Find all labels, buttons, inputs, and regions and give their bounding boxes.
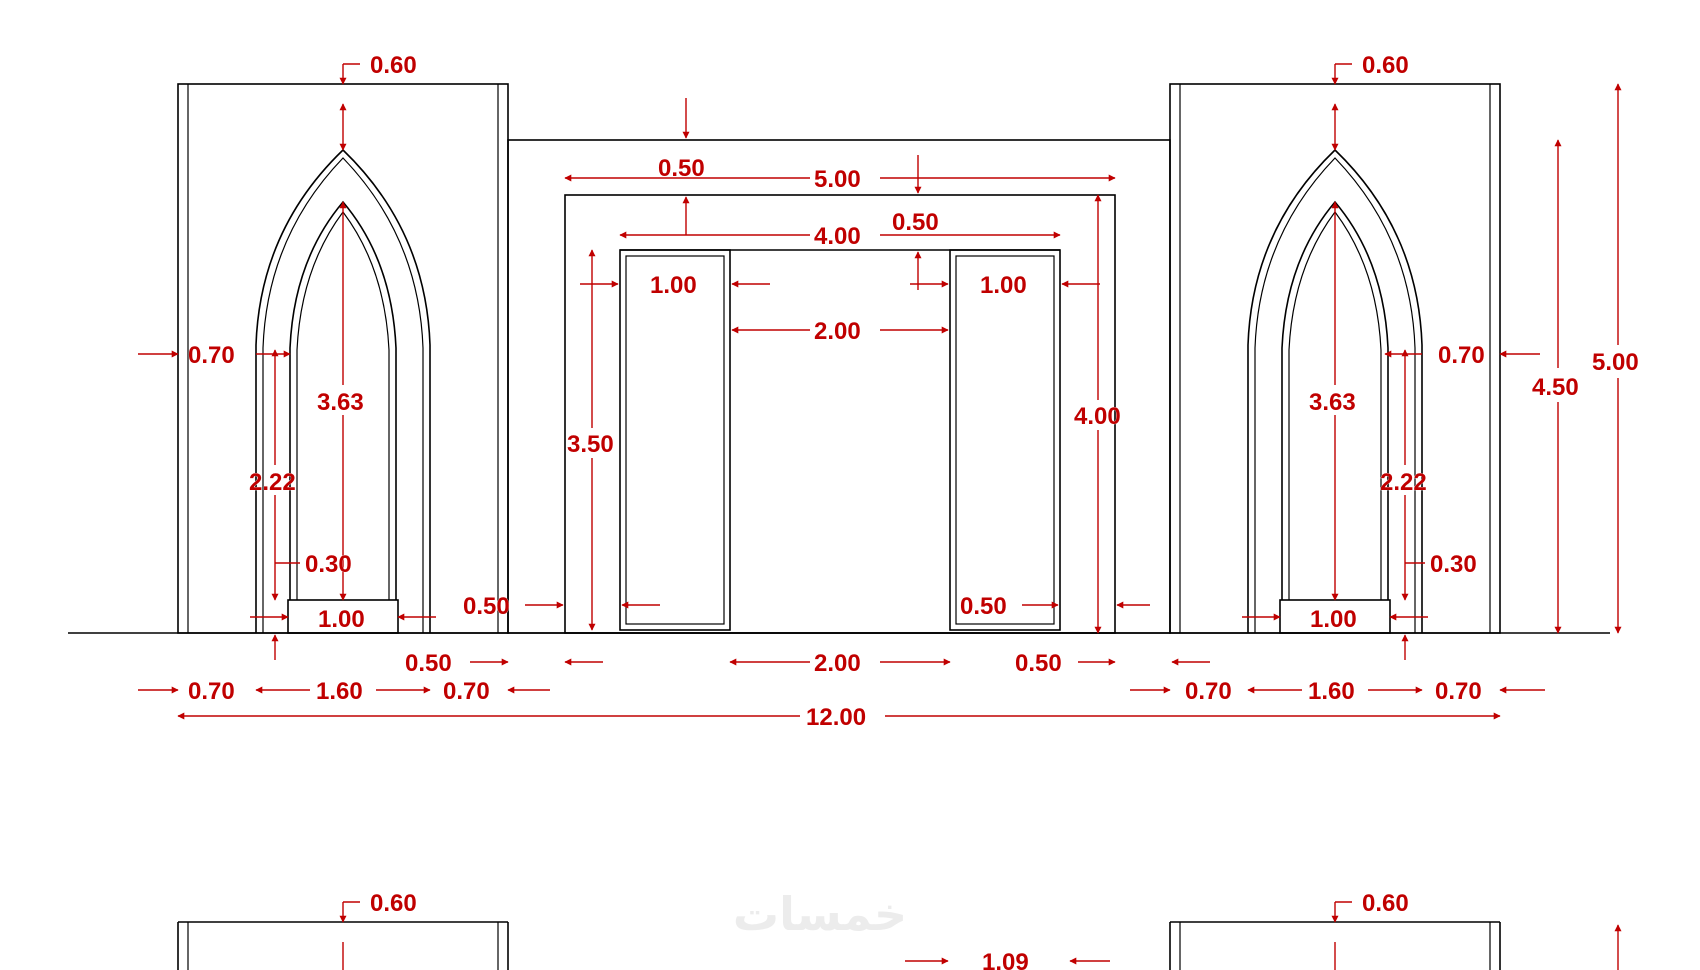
dim-left-222: 2.22 bbox=[249, 469, 296, 496]
dim-bottom-right-070a: 0.70 bbox=[1185, 678, 1232, 705]
dim-left-030: 0.30 bbox=[305, 551, 352, 578]
dim-center-400: 4.00 bbox=[814, 223, 861, 250]
dim-right-030: 0.30 bbox=[1430, 551, 1477, 578]
dim-left-side-050: 0.50 bbox=[463, 593, 510, 620]
dim-bottom-left-160: 1.60 bbox=[316, 678, 363, 705]
dim-left-070: 0.70 bbox=[188, 342, 235, 369]
dim-right-363: 3.63 bbox=[1309, 389, 1356, 416]
dim-lower-left-060: 0.60 bbox=[370, 890, 417, 917]
dim-center-top-050: 0.50 bbox=[658, 155, 705, 182]
dim-top-right-060: 0.60 bbox=[1362, 52, 1409, 79]
left-panel bbox=[619, 249, 731, 631]
dim-right-panel-100: 1.00 bbox=[980, 272, 1027, 299]
center-wall bbox=[507, 139, 1171, 634]
dim-center-right-400: 4.00 bbox=[1074, 403, 1121, 430]
dim-bottom-left-070a: 0.70 bbox=[188, 678, 235, 705]
dim-bottom-center-200: 2.00 bbox=[814, 650, 861, 677]
dim-center-inner-050: 0.50 bbox=[892, 209, 939, 236]
dimension-lines bbox=[138, 63, 1622, 970]
right-panel bbox=[949, 249, 1061, 631]
dim-lower-center-109: 1.09 bbox=[982, 949, 1029, 970]
dim-top-left-060: 0.60 bbox=[370, 52, 417, 79]
dim-right-450: 4.50 bbox=[1532, 374, 1579, 401]
dim-bottom-left-050: 0.50 bbox=[405, 650, 452, 677]
watermark-logo: خمسات bbox=[733, 887, 907, 941]
dim-bottom-right-160: 1.60 bbox=[1308, 678, 1355, 705]
dim-bottom-right-070b: 0.70 bbox=[1435, 678, 1482, 705]
dim-overall-1200: 12.00 bbox=[806, 704, 866, 731]
dim-left-panel-100: 1.00 bbox=[650, 272, 697, 299]
dim-center-200-top: 2.00 bbox=[814, 318, 861, 345]
dim-left-base-100: 1.00 bbox=[318, 606, 365, 633]
dim-bottom-left-070b: 0.70 bbox=[443, 678, 490, 705]
dim-right-base-100: 1.00 bbox=[1310, 606, 1357, 633]
dim-center-350: 3.50 bbox=[567, 431, 614, 458]
dim-right-side-050: 0.50 bbox=[960, 593, 1007, 620]
dimension-labels: 0.60 0.60 0.50 5.00 4.00 0.50 1.00 1.00 … bbox=[188, 52, 1639, 970]
dim-lower-right-060: 0.60 bbox=[1362, 890, 1409, 917]
dim-right-222: 2.22 bbox=[1380, 469, 1427, 496]
dim-center-500: 5.00 bbox=[814, 166, 861, 193]
dim-right-500: 5.00 bbox=[1592, 349, 1639, 376]
dim-bottom-right-050: 0.50 bbox=[1015, 650, 1062, 677]
dim-left-363: 3.63 bbox=[317, 389, 364, 416]
center-frame bbox=[564, 194, 1116, 634]
dim-right-070: 0.70 bbox=[1438, 342, 1485, 369]
